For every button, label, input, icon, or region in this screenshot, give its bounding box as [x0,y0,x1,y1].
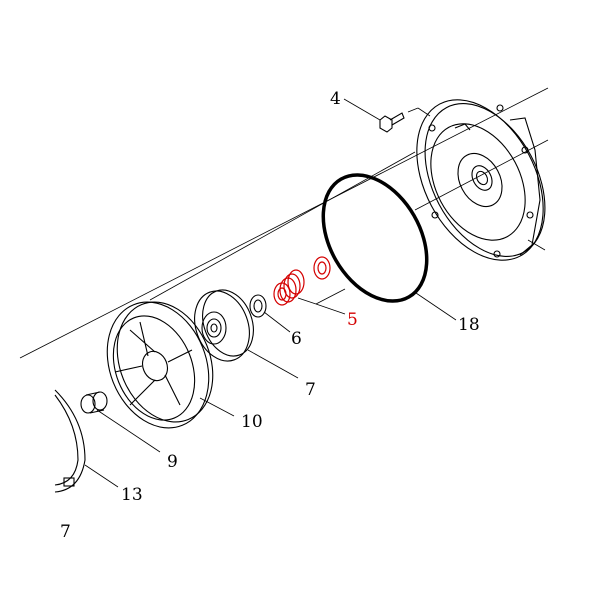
leader-lines [84,98,457,488]
callout-5: 5 [347,310,358,330]
bushing [80,391,108,414]
pump-housing [416,99,546,261]
callout-9: 9 [167,452,178,472]
callout-18: 18 [458,315,480,335]
callout-labels: 4 5 6 7 9 10 13 7 18 [60,89,480,542]
bolt [379,112,405,133]
impeller [194,289,254,362]
partial-component [54,389,86,493]
callout-4: 4 [330,89,341,109]
seal-spring-set [273,256,331,306]
callout-10: 10 [241,412,263,432]
pump-cover [106,301,214,429]
callout-17: 7 [60,522,71,542]
o-ring [321,173,429,303]
callout-6: 6 [291,329,302,349]
callout-13: 13 [121,485,143,505]
callout-7: 7 [305,380,316,400]
washer [249,294,267,318]
